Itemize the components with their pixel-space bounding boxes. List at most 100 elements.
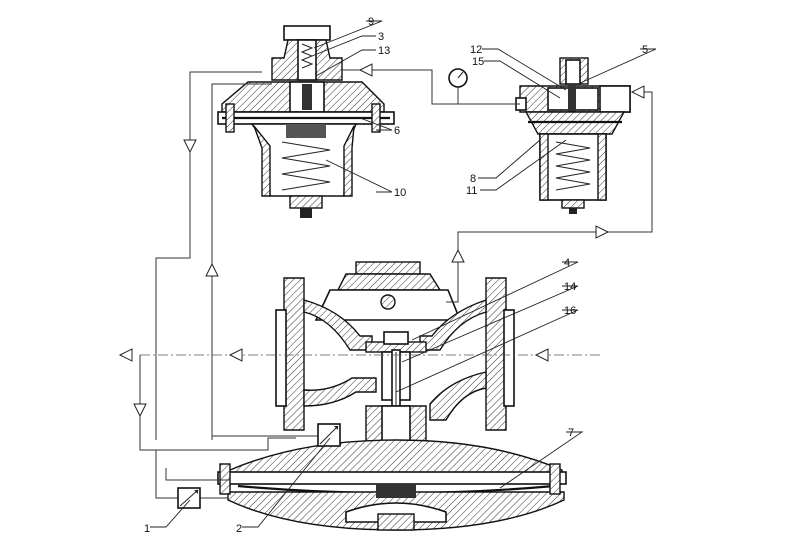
callout-labels: 1 2 3 4 5 6 7 8 9 10 11 12 13 14 15 16 bbox=[144, 16, 648, 535]
throttle-2-slash bbox=[319, 425, 339, 445]
arrow-outlet-left bbox=[118, 348, 133, 362]
pilot-regulator bbox=[217, 25, 395, 218]
pilot-housing-wall-left bbox=[253, 125, 271, 197]
throttle-1-slash bbox=[179, 489, 199, 507]
callout-2: 2 bbox=[236, 523, 242, 535]
callout-12: 12 bbox=[470, 44, 482, 56]
throttle-1 bbox=[177, 487, 201, 509]
arrow-stabilizer-return bbox=[595, 225, 610, 239]
leader-9 bbox=[313, 20, 383, 49]
leader-1 bbox=[150, 499, 191, 528]
pilot-stem bbox=[302, 84, 312, 110]
leader-15 bbox=[484, 60, 561, 99]
callout-15: 15 bbox=[472, 56, 484, 68]
body-lower-left-wall bbox=[303, 377, 377, 407]
callout-10: 10 bbox=[394, 187, 406, 199]
throttle-1-arrowhead bbox=[194, 490, 198, 494]
diaphragm-lower-cup bbox=[345, 502, 447, 523]
callout-11: 11 bbox=[466, 185, 477, 197]
main-bolt-right bbox=[549, 463, 561, 495]
inlet-flange-face bbox=[275, 309, 287, 407]
callout-6: 6 bbox=[394, 125, 400, 137]
stabilizer-unit bbox=[515, 57, 631, 214]
main-upper-bolt bbox=[380, 294, 396, 310]
main-cover-flange bbox=[336, 273, 442, 291]
pilot-adjust-bolt bbox=[300, 208, 312, 218]
leader-16 bbox=[395, 309, 579, 393]
arrow-stabilizer-up bbox=[451, 248, 465, 263]
leader-13 bbox=[315, 49, 376, 77]
stabilizer-inlet-port bbox=[599, 85, 631, 113]
valve-disc-nut bbox=[383, 331, 409, 345]
pilot-bolt-left bbox=[225, 103, 235, 133]
flow-arrows bbox=[118, 63, 645, 418]
stabilizer-cap-bore bbox=[565, 59, 581, 85]
pilot-cap bbox=[283, 25, 331, 41]
pipe-to-throttle-1 bbox=[155, 450, 180, 499]
bottom-plug bbox=[377, 513, 415, 531]
callout-9: 9 bbox=[368, 16, 374, 28]
callout-4: 4 bbox=[564, 257, 570, 269]
pilot-bolt-right bbox=[371, 103, 381, 133]
outlet-flange-face bbox=[503, 309, 515, 407]
arrow-sense-up bbox=[205, 262, 219, 277]
callout-13: 13 bbox=[378, 45, 390, 57]
pilot-housing-wall-right bbox=[343, 125, 355, 197]
pipe-to-throttle-2 bbox=[211, 435, 318, 440]
arrow-inlet-right bbox=[534, 348, 549, 362]
stabilizer-stem bbox=[568, 84, 576, 124]
callout-7: 7 bbox=[568, 427, 574, 439]
callout-1: 1 bbox=[144, 523, 150, 535]
leader-8 bbox=[478, 139, 541, 179]
callout-16: 16 bbox=[564, 305, 576, 317]
leader-6 bbox=[359, 117, 393, 131]
stabilizer-adjust-bolt bbox=[569, 208, 577, 214]
leader-2 bbox=[242, 437, 331, 528]
leader-4 bbox=[411, 261, 579, 341]
pipe-pilot-sense bbox=[211, 83, 272, 440]
pilot-adjust-screw bbox=[297, 39, 317, 81]
leader-12 bbox=[482, 48, 567, 91]
arrow-mid-left bbox=[228, 348, 243, 362]
stabilizer-wall-left bbox=[539, 133, 549, 201]
callout-5: 5 bbox=[642, 44, 648, 56]
stabilizer-bottom-nut bbox=[561, 199, 585, 209]
stabilizer-spring bbox=[555, 141, 591, 191]
pressure-gauge bbox=[448, 68, 468, 104]
pipe-under-diaphragm bbox=[165, 468, 230, 481]
callout-14: 14 bbox=[564, 281, 576, 293]
leader-7 bbox=[499, 431, 584, 489]
diaphragm-flange bbox=[217, 471, 567, 485]
diaphragm-upper-case bbox=[229, 439, 563, 477]
throttle-2 bbox=[317, 423, 341, 447]
main-top-cover bbox=[355, 261, 421, 275]
pipe-pilot-outlet bbox=[155, 71, 262, 440]
leader-3 bbox=[311, 35, 376, 57]
arrow-pilot-inlet bbox=[358, 63, 373, 77]
callout-leaders bbox=[150, 20, 657, 528]
callout-8: 8 bbox=[470, 173, 476, 185]
diaphragm-center-plate bbox=[376, 484, 416, 498]
pipe-stabilizer-to-main bbox=[446, 91, 653, 303]
throttle-2-arrowhead bbox=[334, 426, 338, 430]
leader-14 bbox=[401, 285, 579, 363]
main-valve bbox=[217, 261, 567, 531]
body-lower-right-wall bbox=[429, 371, 487, 421]
inlet-flange-left bbox=[283, 277, 305, 431]
pilot-main-spring bbox=[281, 141, 331, 191]
arrow-manifold-down bbox=[133, 403, 147, 418]
stabilizer-wall-right bbox=[597, 133, 607, 201]
arrow-pilot-down bbox=[183, 139, 197, 154]
leader-10 bbox=[325, 159, 393, 193]
stabilizer-spring-case bbox=[539, 133, 607, 201]
control-piping bbox=[139, 69, 653, 499]
arrow-stabilizer-inlet bbox=[630, 85, 645, 99]
callout-3: 3 bbox=[378, 31, 384, 43]
pipe-lower-manifold bbox=[139, 400, 296, 451]
pipe-pilot-to-stabilizer bbox=[416, 69, 520, 105]
pilot-spring-plate bbox=[286, 124, 326, 138]
main-bolt-left bbox=[219, 463, 231, 495]
leader-5 bbox=[577, 48, 657, 85]
gauge-needle bbox=[457, 71, 464, 79]
